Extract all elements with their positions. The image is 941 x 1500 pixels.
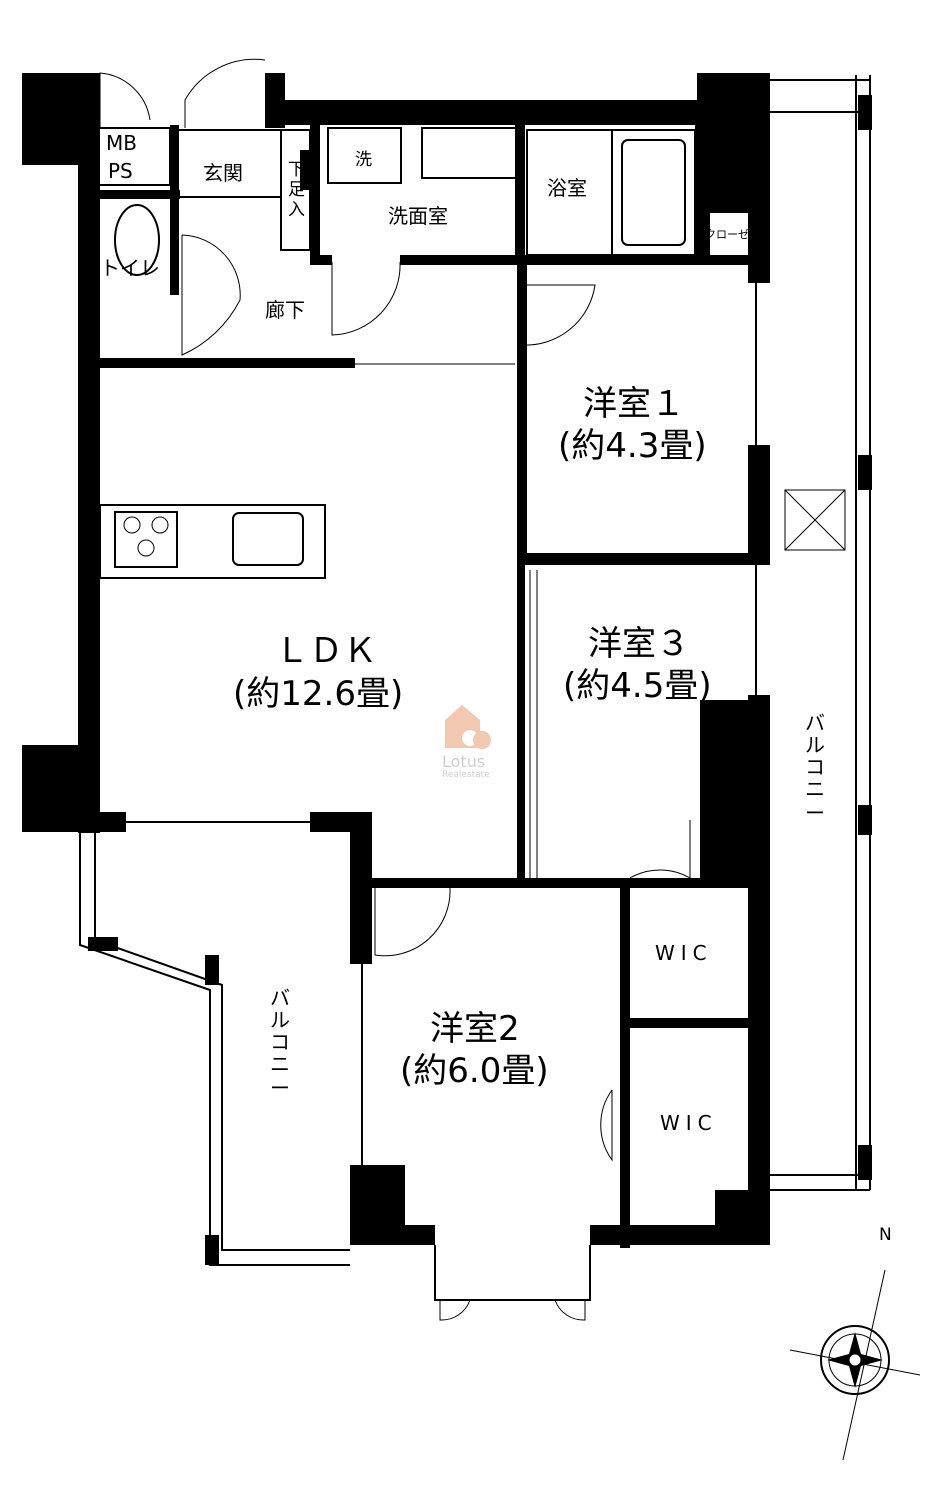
hallway-label: 廊下 <box>265 298 305 322</box>
washer-space <box>327 127 402 184</box>
balcony-left-label: バ <box>270 986 290 1010</box>
balcony-right-label-4: ニ <box>805 777 825 801</box>
kitchen-counter <box>99 504 326 579</box>
wic2-label: WIC <box>660 1111 718 1135</box>
washroom-label: 洗面室 <box>388 204 448 228</box>
ldk-size: (約12.6畳) <box>233 674 403 714</box>
room3-size: (約4.5畳) <box>563 666 712 706</box>
balcony-left-label-3: コ <box>270 1030 290 1054</box>
balcony-right-label-5: ー <box>805 801 825 825</box>
balcony-left-label-2: ル <box>270 1008 290 1032</box>
shoe-closet-label-2: 足 <box>288 180 305 200</box>
fixtures <box>94 127 757 1301</box>
entrance-label: 玄関 <box>203 161 243 185</box>
balcony-right-label: バ <box>805 711 825 735</box>
room2-size: (約6.0畳) <box>400 1051 549 1091</box>
svg-text:Realestate: Realestate <box>442 770 490 780</box>
wic1-label: WIC <box>655 941 713 965</box>
open-closet-label-2: クローゼット <box>705 228 771 241</box>
shoe-closet-label-3: 入 <box>288 200 305 220</box>
balcony-left-label-4: ニ <box>270 1052 290 1076</box>
compass-north-label: N <box>879 1225 892 1245</box>
washer-label: 洗 <box>355 150 372 170</box>
balcony-right <box>770 75 872 1191</box>
sink <box>232 512 304 566</box>
balcony-left <box>79 830 350 1266</box>
ldk-name: ＬＤＫ <box>275 631 377 671</box>
mbps-label: MB <box>106 131 137 155</box>
toilet-label: トイレ <box>100 256 160 280</box>
room1-name: 洋室１ <box>583 384 685 424</box>
room2-name: 洋室2 <box>430 1009 520 1049</box>
balcony-left-label-5: ー <box>270 1076 290 1100</box>
vanity <box>421 127 518 179</box>
room3-name: 洋室３ <box>588 624 690 664</box>
doors <box>99 58 691 1321</box>
stove <box>114 511 178 568</box>
balcony-right-label-2: ル <box>805 733 825 757</box>
balcony-right-label-3: コ <box>805 755 825 779</box>
mbps-label-2: PS <box>108 159 133 183</box>
compass: N <box>789 1225 921 1461</box>
skylight <box>784 489 846 551</box>
open-closet-label: オープン <box>710 202 753 215</box>
room-labels: MB PS 玄関 下 足 入 洗 洗面室 浴室 オープン クローゼット トイレ … <box>100 131 825 1135</box>
shoe-closet-label: 下 <box>288 160 305 180</box>
room1-size: (約4.3畳) <box>558 426 707 466</box>
svg-text:Lotus: Lotus <box>442 752 485 771</box>
bath-label: 浴室 <box>547 176 587 200</box>
walls <box>22 73 770 1248</box>
lotus-watermark-logo: Lotus Realestate <box>442 705 491 780</box>
toilet-bowl <box>114 204 160 276</box>
